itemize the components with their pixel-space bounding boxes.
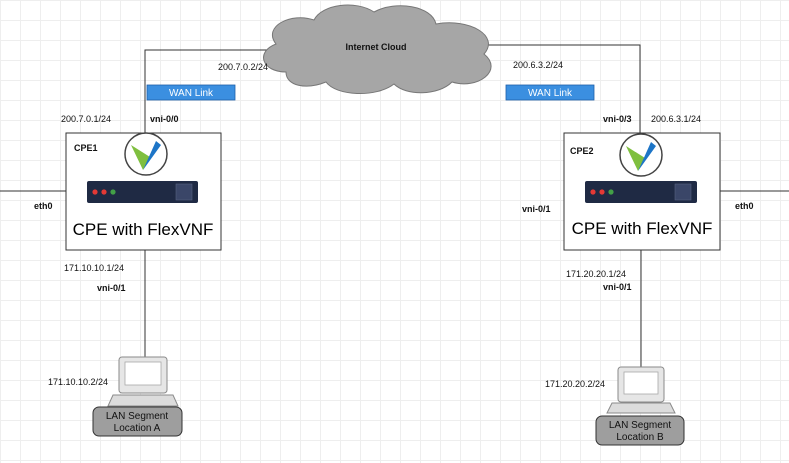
cpe2-wan-port: vni-0/3 (603, 114, 632, 124)
flexvnf-logo-icon (124, 132, 168, 176)
cpe2-box: CPE2 CPE with FlexVNF (563, 132, 721, 251)
lan-segment-b-line1: LAN Segment (609, 420, 671, 431)
router-icon (87, 181, 198, 203)
host-a-computer-icon (107, 356, 179, 407)
lan-segment-a: LAN Segment Location A (92, 406, 183, 437)
flexvnf-logo-icon (619, 133, 663, 177)
cpe2-name: CPE2 (570, 146, 594, 156)
cpe1-name: CPE1 (74, 143, 98, 153)
connection-lines (0, 44, 789, 367)
cloud-label: Internet Cloud (346, 42, 407, 52)
lan-segment-a-line1: LAN Segment (106, 411, 168, 422)
cpe2-lan-port: vni-0/1 (603, 282, 632, 292)
lan-segment-b-line2: Location B (616, 432, 664, 443)
cpe1-box: CPE1 CPE with FlexVNF (65, 132, 222, 251)
cpe2-lan-ip: 171.20.20.1/24 (566, 269, 626, 279)
wan-badge-right-label: WAN Link (528, 88, 573, 99)
wan-badge-left-label: WAN Link (169, 88, 214, 99)
cloud-shape (263, 4, 492, 95)
cpe1-wan-ip: 200.7.0.1/24 (61, 114, 111, 124)
cpe2-title: CPE with FlexVNF (572, 219, 713, 238)
cpe1-lan-ip: 171.10.10.1/24 (64, 263, 124, 273)
cpe2-cloud-side-ip: 200.6.3.2/24 (513, 60, 563, 70)
wan-link-cpe2-line (470, 44, 641, 133)
internet-cloud: Internet Cloud (263, 4, 492, 95)
host-b-ip: 171.20.20.2/24 (545, 379, 605, 389)
cpe2-eth0-label: eth0 (735, 201, 754, 211)
wan-badge-right: WAN Link (505, 84, 595, 101)
router-icon (585, 181, 697, 203)
cpe1-eth0-label: eth0 (34, 201, 53, 211)
cpe2-side-port: vni-0/1 (522, 204, 551, 214)
wan-badge-left: WAN Link (146, 84, 236, 101)
lan-segment-a-line2: Location A (114, 423, 161, 434)
lan-segment-b: LAN Segment Location B (595, 415, 685, 446)
cpe1-lan-port: vni-0/1 (97, 283, 126, 293)
host-b-computer-icon (606, 366, 676, 414)
wan-link-cpe1-line (144, 49, 290, 133)
host-a-ip: 171.10.10.2/24 (48, 377, 108, 387)
cpe1-wan-port: vni-0/0 (150, 114, 179, 124)
cpe1-title: CPE with FlexVNF (73, 220, 214, 239)
cpe2-wan-ip: 200.6.3.1/24 (651, 114, 701, 124)
cpe1-cloud-side-ip: 200.7.0.2/24 (218, 62, 268, 72)
